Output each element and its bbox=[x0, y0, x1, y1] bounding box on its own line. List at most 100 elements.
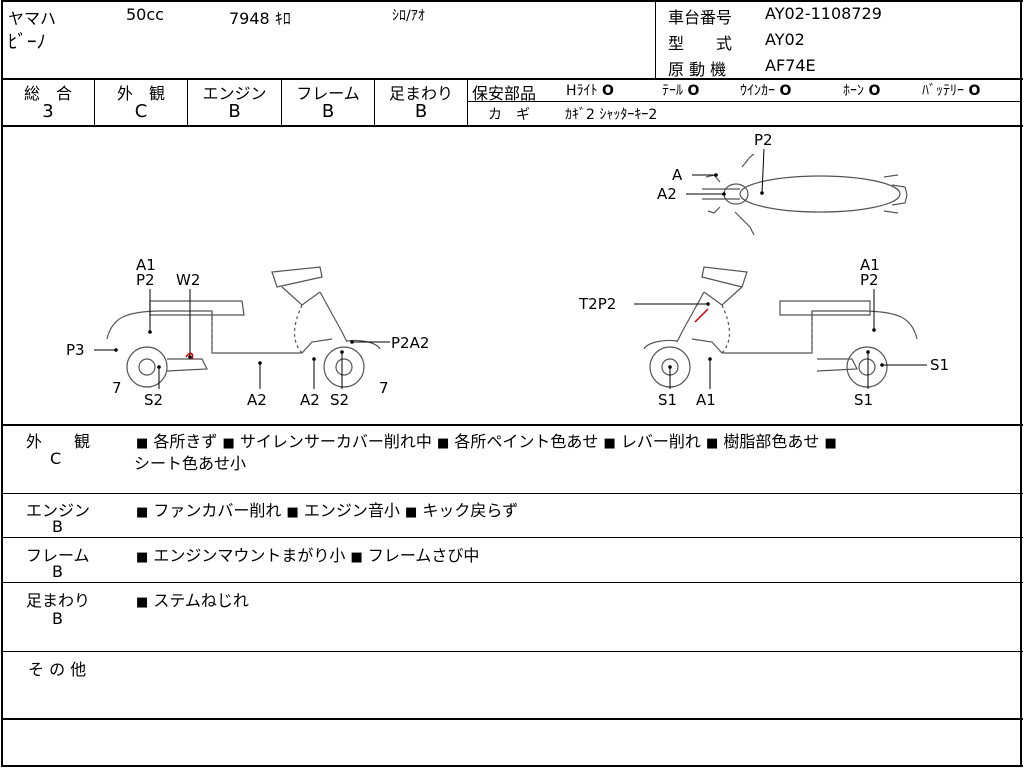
bullet-icon: ■ bbox=[405, 505, 418, 520]
note-exterior-grade: C bbox=[50, 449, 62, 468]
mark-left-a2a: A2 bbox=[247, 391, 267, 409]
rule-suspension bbox=[1, 651, 1023, 652]
bullet-icon: ■ bbox=[136, 595, 149, 610]
rule-grade-5 bbox=[467, 79, 468, 126]
note-item: キック戻らず bbox=[422, 501, 519, 520]
frame-grade-label: フレーム bbox=[296, 84, 360, 103]
mark-left-7b: 7 bbox=[379, 379, 389, 397]
engine-grade-label: エンジン bbox=[202, 84, 267, 103]
engine-value: AF74E bbox=[765, 56, 816, 75]
safety-item-tail: ﾃｰﾙ O bbox=[662, 80, 699, 100]
safety-mark: O bbox=[601, 83, 614, 99]
bullet-icon: ■ bbox=[136, 505, 149, 520]
note-other-label: そ の 他 bbox=[28, 660, 87, 679]
rule-safety-split bbox=[468, 101, 1022, 102]
mark-left-w2: W2 bbox=[176, 271, 200, 289]
safety-item-label: ﾃｰﾙ bbox=[662, 83, 683, 99]
suspension-grade-label: 足まわり bbox=[388, 84, 453, 103]
mark-right-a1: A1 bbox=[696, 391, 716, 409]
rule-header-split bbox=[655, 0, 656, 79]
mark-left-7a: 7 bbox=[112, 379, 122, 397]
frame-no: AY02-1108729 bbox=[765, 4, 882, 23]
bullet-icon: ■ bbox=[286, 505, 299, 520]
scooter-left-view bbox=[106, 266, 381, 388]
mark-right-s1b: S1 bbox=[854, 391, 873, 409]
engine-grade: B bbox=[228, 101, 241, 122]
exterior-grade: C bbox=[134, 101, 148, 122]
overall-grade: 3 bbox=[42, 101, 54, 122]
note-item: ファンカバー削れ bbox=[153, 501, 282, 520]
note-frame-line: ■ エンジンマウントまがり小 ■ フレームさび中 bbox=[136, 542, 479, 566]
safety-item-label: ﾎｰﾝ bbox=[843, 83, 864, 99]
note-exterior-line1: ■ 各所きず ■ サイレンサーカバー削れ中 ■ 各所ペイント色あせ ■ レバー削… bbox=[136, 428, 837, 452]
note-item: レバー削れ bbox=[620, 432, 701, 451]
safety-mark: O bbox=[868, 83, 881, 99]
bullet-icon: ■ bbox=[824, 436, 837, 451]
note-frame-grade: B bbox=[52, 562, 63, 581]
note-exterior-label: 外 観 bbox=[26, 432, 91, 451]
note-engine-line: ■ ファンカバー削れ ■ エンジン音小 ■ キック戻らず bbox=[136, 497, 518, 521]
note-exterior-line2: シート色あせ小 bbox=[134, 454, 247, 473]
rule-grade-4 bbox=[374, 79, 375, 126]
safety-mark: O bbox=[687, 83, 700, 99]
frame-no-label: 車台番号 bbox=[668, 8, 733, 27]
note-item: フレームさび中 bbox=[367, 546, 480, 565]
rule-frame bbox=[1, 582, 1023, 583]
note-item: ステムねじれ bbox=[153, 591, 249, 610]
rule-grade-1 bbox=[94, 79, 95, 126]
rule-grade-3 bbox=[281, 79, 282, 126]
maker: ヤマハ bbox=[8, 9, 57, 28]
bullet-icon: ■ bbox=[706, 436, 719, 451]
damage-diagram: A A2 P2 A1 P2 W2 P3 7 S2 A2 A2 S2 7 P2A2… bbox=[66, 131, 949, 409]
rule-header bbox=[1, 78, 1023, 80]
bullet-icon: ■ bbox=[136, 436, 149, 451]
engine-label: 原 動 機 bbox=[668, 60, 727, 79]
safety-item-horn: ﾎｰﾝ O bbox=[843, 80, 880, 100]
rule-engine bbox=[1, 537, 1023, 538]
mark-top-a2: A2 bbox=[657, 185, 677, 203]
mark-right-a1-top: A1 bbox=[860, 256, 880, 274]
note-item: 各所きず bbox=[153, 432, 218, 451]
mark-left-a1: A1 bbox=[136, 256, 156, 274]
note-item: サイレンサーカバー削れ中 bbox=[239, 432, 432, 451]
bullet-icon: ■ bbox=[437, 436, 450, 451]
safety-mark: O bbox=[968, 83, 981, 99]
safety-item-label: ｳｲﾝｶｰ bbox=[740, 83, 775, 99]
note-engine-grade: B bbox=[52, 517, 63, 536]
key-value: ｶｷﾞ2 ｼｬｯﾀｰｷｰ2 bbox=[565, 107, 658, 123]
exterior-label: 外 観 bbox=[116, 84, 165, 103]
scooter-top-view bbox=[702, 153, 908, 236]
rule-grade-2 bbox=[187, 79, 188, 126]
mark-left-s2a: S2 bbox=[144, 391, 163, 409]
mark-right-t2p2: T2P2 bbox=[578, 295, 616, 313]
body-color: ｼﾛ/ｱｵ bbox=[392, 8, 425, 24]
displacement: 50cc bbox=[126, 5, 164, 24]
note-item: エンジンマウントまがり小 bbox=[153, 546, 346, 565]
rule-exterior bbox=[1, 493, 1023, 494]
note-item: 樹脂部色あせ bbox=[723, 432, 820, 451]
safety-mark: O bbox=[779, 83, 792, 99]
safety-item-battery: ﾊﾞｯﾃﾘｰ O bbox=[922, 80, 980, 100]
mark-top-p2: P2 bbox=[754, 131, 773, 149]
safety-item-label: Hﾗｲﾄ bbox=[566, 83, 598, 99]
safety-label: 保安部品 bbox=[472, 84, 537, 103]
rule-other bbox=[1, 718, 1023, 720]
rule-bottom bbox=[1, 765, 1023, 767]
safety-item-winker: ｳｲﾝｶｰ O bbox=[740, 80, 791, 100]
mark-left-s2b: S2 bbox=[330, 391, 349, 409]
mark-left-p2a2: P2A2 bbox=[391, 334, 429, 352]
bullet-icon: ■ bbox=[603, 436, 616, 451]
mark-right-p2: P2 bbox=[860, 271, 879, 289]
bullet-icon: ■ bbox=[222, 436, 235, 451]
overall-label: 総 合 bbox=[23, 84, 72, 103]
note-item: エンジン音小 bbox=[303, 501, 400, 520]
mark-right-s1a: S1 bbox=[658, 391, 677, 409]
mileage: 7948 ｷﾛ bbox=[229, 9, 291, 28]
model-name: ﾋﾞｰﾉ bbox=[8, 31, 47, 53]
mark-right-s1c: S1 bbox=[930, 356, 949, 374]
note-suspension-label: 足まわり bbox=[26, 591, 91, 610]
mark-left-a2b: A2 bbox=[300, 391, 320, 409]
rule-top bbox=[1, 0, 1023, 2]
note-engine-label: エンジン bbox=[26, 501, 91, 520]
